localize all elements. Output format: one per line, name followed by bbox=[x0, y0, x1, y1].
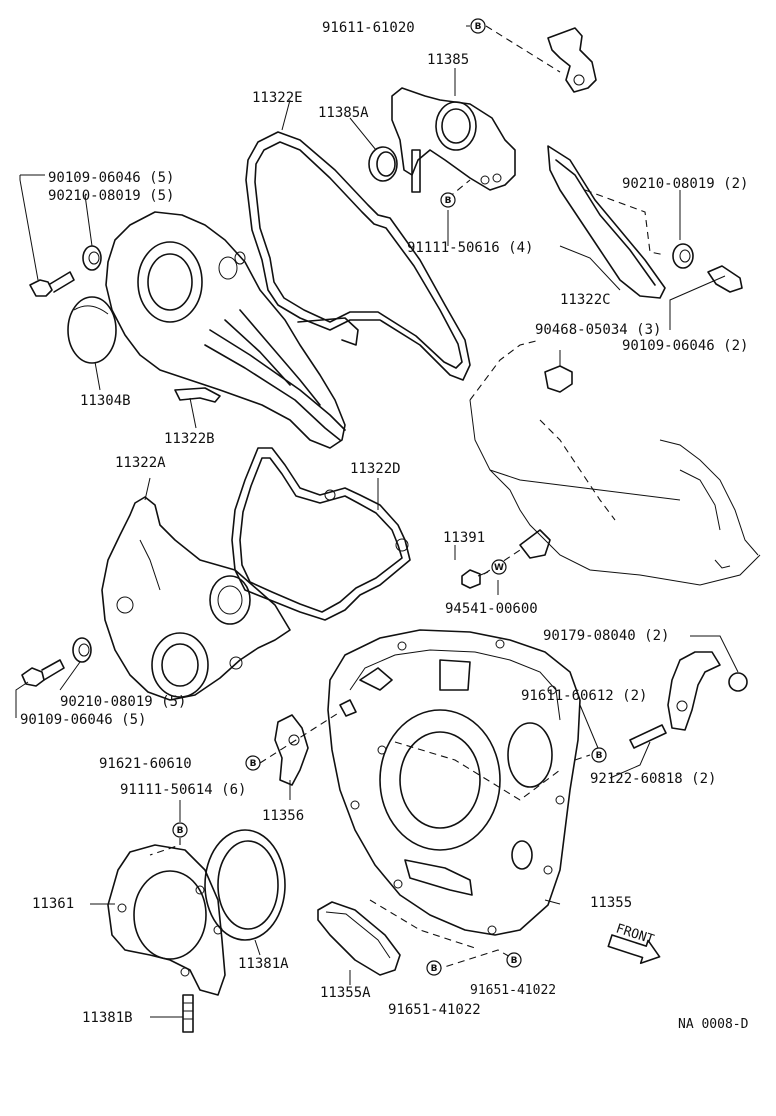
label-90210-08019-2: 90210-08019 (2) bbox=[622, 176, 748, 192]
label-11381B: 11381B bbox=[82, 1010, 133, 1026]
label-91611-61020: 91611-61020 bbox=[322, 20, 415, 36]
label-11304B: 11304B bbox=[80, 393, 131, 409]
washer-90210-top bbox=[82, 245, 102, 271]
label-11361: 11361 bbox=[32, 896, 74, 912]
stud-92122 bbox=[629, 724, 667, 749]
label-11322C: 11322C bbox=[560, 292, 611, 308]
svg-text:B: B bbox=[511, 956, 518, 966]
svg-text:B: B bbox=[475, 22, 482, 32]
svg-text:B: B bbox=[250, 759, 257, 769]
label-11356: 11356 bbox=[262, 808, 304, 824]
part-11322A bbox=[101, 496, 291, 701]
marker-b-6: B bbox=[426, 960, 442, 976]
label-90109-06046-5-top: 90109-06046 (5) bbox=[48, 170, 174, 186]
label-91111-50614: 91111-50614 (6) bbox=[120, 782, 246, 798]
washer-90210-bottom bbox=[72, 637, 92, 663]
part-11385 bbox=[391, 87, 516, 193]
svg-text:B: B bbox=[177, 826, 184, 836]
label-91651-41022-left: 91651-41022 bbox=[388, 1002, 481, 1018]
marker-b-2: B bbox=[440, 192, 456, 208]
part-11355A bbox=[317, 901, 401, 976]
label-11391: 11391 bbox=[443, 530, 485, 546]
label-11322E: 11322E bbox=[252, 90, 303, 106]
label-90109-06046-2: 90109-06046 (2) bbox=[622, 338, 748, 354]
part-90179 bbox=[667, 651, 748, 731]
label-90210-08019-5-top: 90210-08019 (5) bbox=[48, 188, 174, 204]
label-90179-08040: 90179-08040 (2) bbox=[543, 628, 669, 644]
label-11381A: 11381A bbox=[238, 956, 289, 972]
bolt-90109-top bbox=[29, 271, 75, 297]
label-11322A: 11322A bbox=[115, 455, 166, 471]
label-11322D: 11322D bbox=[350, 461, 401, 477]
svg-text:B: B bbox=[431, 964, 438, 974]
part-11322E bbox=[245, 131, 471, 381]
label-11322B: 11322B bbox=[164, 431, 215, 447]
label-90109-06046-5-bot: 90109-06046 (5) bbox=[20, 712, 146, 728]
part-90468 bbox=[544, 365, 573, 393]
svg-text:B: B bbox=[596, 751, 603, 761]
svg-text:W: W bbox=[494, 563, 504, 573]
part-11381A bbox=[204, 829, 286, 941]
leader-lines bbox=[15, 25, 739, 1018]
diagram-code: NA 0008-D bbox=[678, 1017, 749, 1032]
marker-b-7: B bbox=[506, 952, 522, 968]
part-11381B bbox=[182, 994, 194, 1033]
marker-b-4: B bbox=[591, 747, 607, 763]
part-11385A bbox=[368, 146, 398, 182]
marker-b-3: B bbox=[245, 755, 261, 771]
bracket-top-part bbox=[547, 27, 597, 93]
part-11391 bbox=[461, 569, 489, 589]
bolt-90109-right bbox=[707, 265, 743, 293]
bolt-90109-bottom bbox=[21, 659, 65, 687]
label-90468-05034: 90468-05034 (3) bbox=[535, 322, 661, 338]
part-11304B bbox=[67, 296, 117, 364]
washer-90210-right bbox=[672, 243, 694, 269]
svg-text:B: B bbox=[445, 196, 452, 206]
part-11322D bbox=[231, 447, 411, 621]
label-91651-41022-right: 91651-41022 bbox=[470, 983, 556, 998]
timing-cover-upper bbox=[105, 211, 346, 449]
label-94541-00600: 94541-00600 bbox=[445, 601, 538, 617]
label-91111-50616: 91111-50616 (4) bbox=[407, 240, 533, 256]
label-92122-60818: 92122-60818 (2) bbox=[590, 771, 716, 787]
label-11355: 11355 bbox=[590, 895, 632, 911]
engine-block-outline bbox=[469, 339, 761, 586]
part-11356 bbox=[274, 714, 309, 786]
part-11322C bbox=[547, 145, 666, 299]
label-11355A: 11355A bbox=[320, 985, 371, 1001]
label-90210-08019-5-bot: 90210-08019 (5) bbox=[60, 694, 186, 710]
label-11385A: 11385A bbox=[318, 105, 369, 121]
label-11385: 11385 bbox=[427, 52, 469, 68]
marker-w-1: W bbox=[491, 559, 507, 575]
front-label: FRONT bbox=[614, 921, 656, 947]
label-91621-60610: 91621-60610 bbox=[99, 756, 192, 772]
marker-b-5: B bbox=[172, 822, 188, 838]
front-arrow: FRONT bbox=[607, 921, 661, 965]
label-91611-60612: 91611-60612 (2) bbox=[521, 688, 647, 704]
part-11355 bbox=[327, 629, 581, 936]
marker-b-1: B bbox=[470, 18, 486, 34]
stud-91621 bbox=[339, 699, 357, 717]
